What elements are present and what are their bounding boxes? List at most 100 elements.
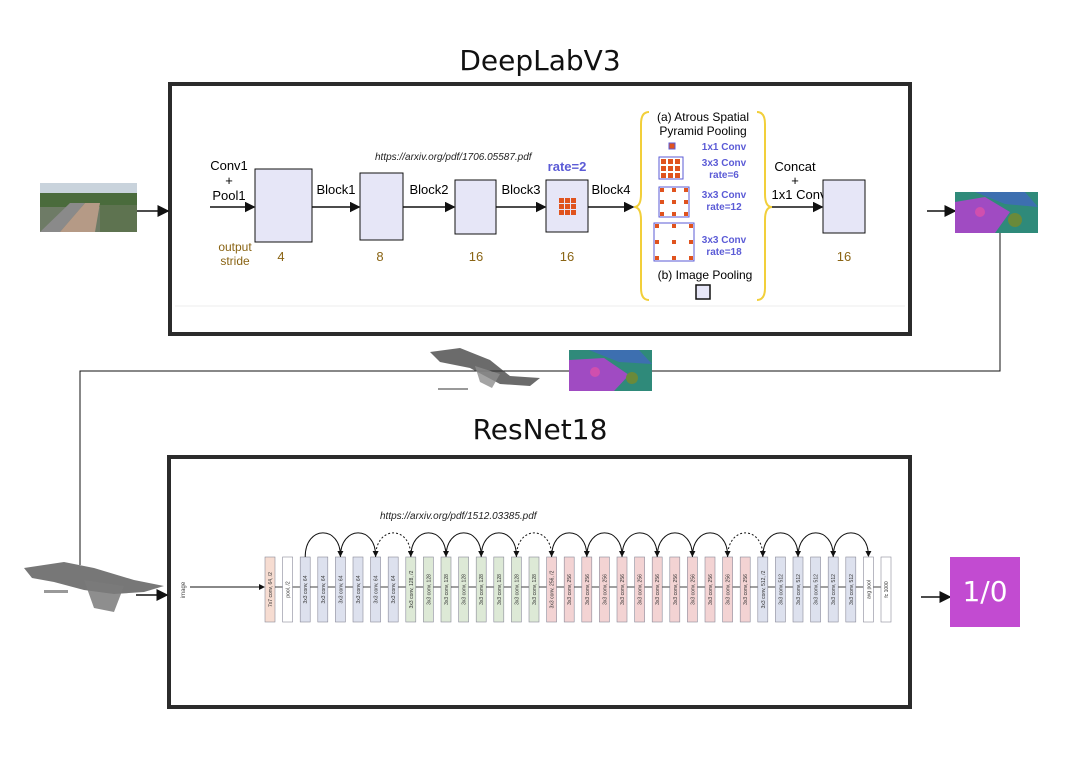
resnet-layer xyxy=(493,556,505,623)
stem-label-line3: Pool1 xyxy=(212,188,245,203)
resnet-layer-label: 3x3 conv, 256 xyxy=(638,574,644,605)
resnet-input-label: image xyxy=(181,581,187,598)
aspp-bracket-left xyxy=(633,111,650,301)
result-badge: 1/0 xyxy=(950,557,1020,627)
masked-photo-middle xyxy=(430,348,540,390)
resnet-layer xyxy=(863,556,874,623)
stride-label-line2: stride xyxy=(220,254,250,268)
resnet-layer-label: 3x3 conv, 128 xyxy=(479,574,485,605)
resnet-layer-label: 3x3 conv, 512 xyxy=(831,574,837,605)
resnet-skip-connection xyxy=(762,532,801,558)
segmentation-output-1 xyxy=(955,192,1038,233)
aspp-rate18-kernel-icon xyxy=(653,222,695,262)
stride-value-4: 16 xyxy=(560,249,574,264)
image-pooling-icon xyxy=(695,284,711,300)
resnet-layer-label: 3x3 conv, 256 xyxy=(655,574,661,605)
feature-block-stride-4 xyxy=(254,168,313,243)
resnet-layer xyxy=(563,556,575,623)
resnet-layer xyxy=(775,556,786,623)
resnet-layer xyxy=(704,556,716,623)
resnet-layer xyxy=(282,556,293,623)
feedback-connector xyxy=(79,233,1001,565)
resnet-layer-label: 3x3 conv, 64 xyxy=(321,575,327,603)
aspp-bracket-right xyxy=(756,111,773,301)
deeplab-url: https://arxiv.org/pdf/1706.05587.pdf xyxy=(375,152,533,163)
deeplab-diagram: https://arxiv.org/pdf/1706.05587.pdf Con… xyxy=(175,110,905,307)
deeplab-title: DeepLabV3 xyxy=(459,44,621,77)
resnet-title: ResNet18 xyxy=(472,413,608,446)
resnet-layer-label: avg pool xyxy=(866,580,872,599)
resnet-layer-label: 3x3 conv, 64 xyxy=(391,575,397,603)
resnet-layer-label: 3x3 conv, 128 xyxy=(444,574,450,605)
concat-label-line2: + xyxy=(791,173,799,188)
rate-label: rate=2 xyxy=(548,159,587,174)
resnet-layer-label: 3x3 conv, 512 xyxy=(849,574,855,605)
resnet-layer-label: 3x3 conv, 64 xyxy=(338,575,344,603)
resnet-layer xyxy=(880,556,892,623)
feature-block-stride-16 xyxy=(454,179,497,235)
concat-label-line1: Concat xyxy=(774,159,816,174)
stem-label-line1: Conv1 xyxy=(210,158,248,173)
resnet-layer-label: 3x3 conv, 128 xyxy=(497,574,503,605)
aspp-1x1-kernel-icon xyxy=(668,142,676,150)
resnet-layer xyxy=(528,556,540,623)
stride-value-2: 8 xyxy=(376,249,383,264)
resnet-layer-label: 3x3 conv, 256 xyxy=(567,574,573,605)
resnet-layer-label: 3x3 conv, 512 xyxy=(814,574,820,605)
resnet-layer-label: 3x3 conv, 256 xyxy=(602,574,608,605)
resnet-layer-label: 3x3 conv, 128 xyxy=(532,574,538,605)
resnet-skip-connection xyxy=(551,532,590,558)
aspp-branch2-label: 3x3 Conv xyxy=(702,158,747,169)
resnet-skip-connection xyxy=(691,532,731,558)
block1-label: Block1 xyxy=(316,182,355,197)
aspp-title-line2: Pyramid Pooling xyxy=(659,124,746,138)
resnet-layer-label: 3x3 conv, 512, /2 xyxy=(761,570,767,608)
resnet-diagram: https://arxiv.org/pdf/1512.03385.pdf ima… xyxy=(181,511,892,623)
resnet-layer-label: 3x3 conv, 256 xyxy=(726,574,732,605)
resnet-layer-label: 3x3 conv, 256 xyxy=(585,574,591,605)
resnet-skip-connection xyxy=(515,532,555,558)
resnet-layer-label: 3x3 conv, 128, /2 xyxy=(409,570,415,608)
resnet-layer-label: 3x3 conv, 512 xyxy=(778,574,784,605)
resnet-skip-connection xyxy=(304,532,344,558)
aspp-branch4-label: 3x3 Conv xyxy=(702,235,747,246)
aspp-branch1-label: 1x1 Conv xyxy=(702,142,747,153)
resnet-layer-label: 3x3 conv, 64 xyxy=(374,575,380,603)
segmentation-output-2 xyxy=(569,350,652,391)
resnet-layer xyxy=(264,556,276,623)
resnet-layer-label: 3x3 conv, 64 xyxy=(303,575,309,603)
resnet-skip-connection xyxy=(586,532,625,558)
resnet-layer-label: 3x3 conv, 256 xyxy=(708,574,714,605)
resnet-layer xyxy=(810,556,821,623)
resnet-skip-connection xyxy=(339,532,379,558)
block4-label: Block4 xyxy=(591,182,630,197)
resnet-url: https://arxiv.org/pdf/1512.03385.pdf xyxy=(380,511,538,522)
resnet-layer xyxy=(669,556,681,623)
resnet-layer xyxy=(423,556,434,623)
feature-block-stride-8 xyxy=(359,172,404,241)
resnet-frame xyxy=(167,455,912,709)
resnet-layer-label: 3x3 conv, 256 xyxy=(690,574,696,605)
resnet-layer-label: 3x3 conv, 64 xyxy=(356,575,362,603)
image-pooling-label: (b) Image Pooling xyxy=(658,268,753,282)
resnet-layer-label: 3x3 conv, 512 xyxy=(796,574,802,605)
aspp-branch2-rate: rate=6 xyxy=(709,170,739,181)
aspp-branch3-label: 3x3 Conv xyxy=(702,190,747,201)
resnet-skip-connection xyxy=(480,532,520,558)
street-photo-input xyxy=(40,183,137,232)
resnet-layer xyxy=(458,556,469,623)
resnet-skip-connection xyxy=(375,532,414,558)
resnet-layer-label: fc 1000 xyxy=(884,581,890,598)
resnet-skip-connection xyxy=(410,532,449,558)
resnet-layer xyxy=(739,556,751,623)
feature-block-output xyxy=(822,179,866,234)
concat-label-line3: 1x1 Conv xyxy=(772,187,827,202)
stride-label-line1: output xyxy=(218,240,252,254)
resnet-layer-label: 3x3 conv, 128 xyxy=(462,574,468,605)
resnet-skip-connection xyxy=(445,532,485,558)
resnet-layer-label: 3x3 conv, 128 xyxy=(514,574,520,605)
aspp-rate6-kernel-icon xyxy=(658,156,684,180)
resnet-layer xyxy=(317,556,329,623)
aspp-branch4-rate: rate=18 xyxy=(706,247,742,258)
